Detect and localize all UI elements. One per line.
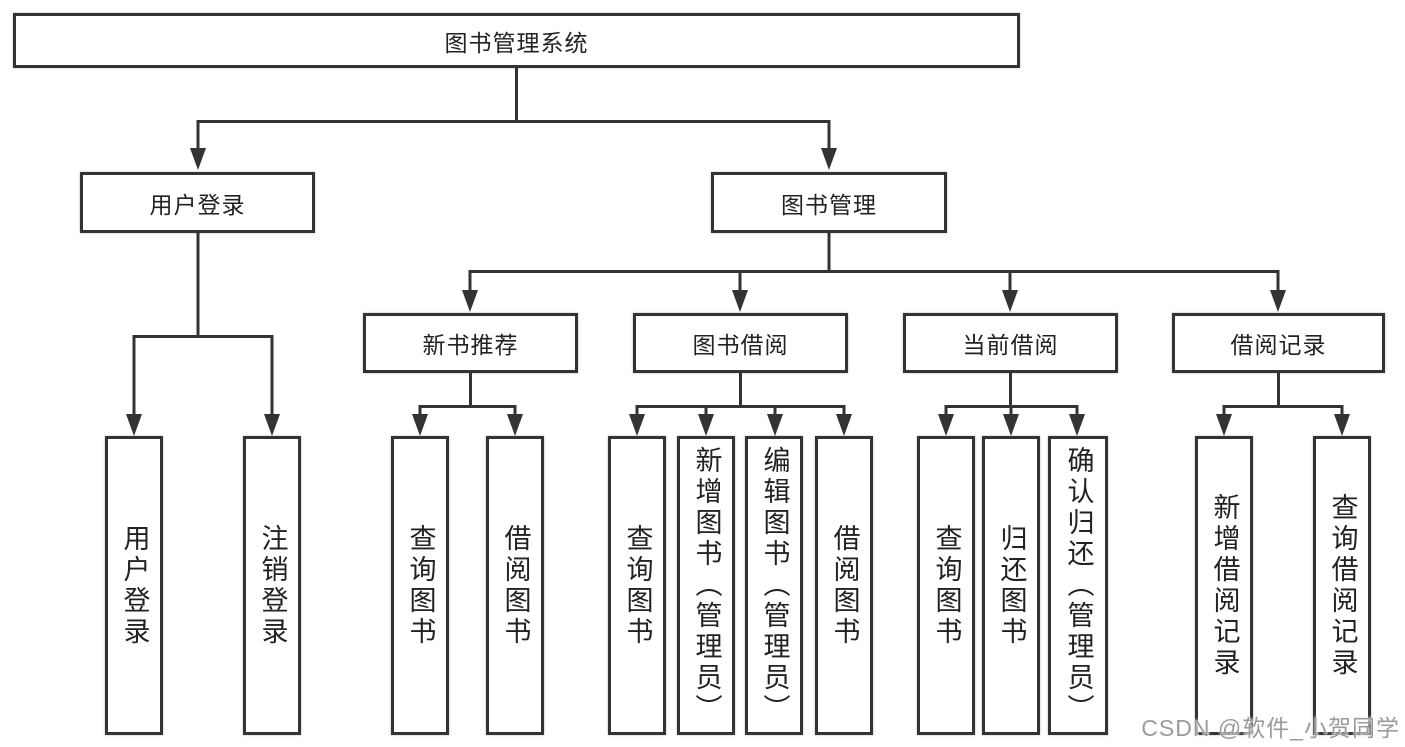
- leaf-borrow-books-1: 借阅图书: [486, 436, 544, 735]
- leaf-query-borrow-record: 查询借阅记录: [1313, 436, 1371, 735]
- csdn-watermark: CSDN @软件_小贺同学: [1141, 715, 1400, 741]
- leaf-borrow-books-2: 借阅图书: [815, 436, 873, 735]
- connector-book-mgmt: [468, 233, 1280, 292]
- node-new-book-recommend-label: 新书推荐: [422, 332, 519, 358]
- leaf-query-books-2: 查询图书: [608, 436, 666, 735]
- node-borrowing-records: 借阅记录: [1172, 313, 1385, 373]
- leaf-edit-books-admin-label: 编辑图书（管理员）: [759, 446, 790, 725]
- node-root-label: 图书管理系统: [444, 29, 589, 56]
- leaf-borrow-books-2-label: 借阅图书: [829, 523, 860, 648]
- leaf-add-borrow-record: 新增借阅记录: [1195, 436, 1253, 735]
- node-book-borrowing-label: 图书借阅: [692, 332, 789, 358]
- node-borrowing-records-label: 借阅记录: [1230, 332, 1327, 358]
- node-user-login-label: 用户登录: [149, 191, 246, 218]
- node-book-borrowing: 图书借阅: [633, 313, 848, 373]
- node-current-borrowing: 当前借阅: [903, 313, 1118, 373]
- leaf-query-books-1-label: 查询图书: [405, 523, 436, 648]
- node-book-management: 图书管理: [711, 172, 947, 233]
- leaf-add-books-admin: 新增图书（管理员）: [677, 436, 735, 735]
- leaf-add-borrow-record-label: 新增借阅记录: [1209, 492, 1240, 679]
- connector-current: [944, 373, 1079, 416]
- leaf-query-books-3: 查询图书: [917, 436, 975, 735]
- connector-new-book: [418, 373, 517, 416]
- node-user-login: 用户登录: [80, 172, 315, 233]
- node-root: 图书管理系统: [13, 13, 1020, 68]
- leaf-query-borrow-record-label: 查询借阅记录: [1327, 492, 1358, 679]
- connector-root: [196, 68, 831, 150]
- node-book-management-label: 图书管理: [781, 191, 877, 218]
- connector-borrowing: [635, 373, 846, 416]
- leaf-user-login-label: 用户登录: [119, 523, 150, 648]
- connector-user-login: [132, 233, 274, 416]
- leaf-return-books: 归还图书: [982, 436, 1040, 735]
- leaf-logout: 注销登录: [243, 436, 301, 735]
- leaf-edit-books-admin: 编辑图书（管理员）: [745, 436, 803, 735]
- leaf-user-login: 用户登录: [105, 436, 163, 735]
- leaf-confirm-return-admin: 确认归还（管理员）: [1048, 436, 1108, 735]
- arrowheads: [126, 148, 1350, 436]
- leaf-query-books-2-label: 查询图书: [622, 523, 653, 648]
- leaf-query-books-1: 查询图书: [391, 436, 449, 735]
- leaf-return-books-label: 归还图书: [996, 523, 1027, 648]
- leaf-borrow-books-1-label: 借阅图书: [500, 523, 531, 648]
- leaf-confirm-return-admin-label: 确认归还（管理员）: [1063, 446, 1094, 725]
- leaf-query-books-3-label: 查询图书: [931, 523, 962, 648]
- leaf-add-books-admin-label: 新增图书（管理员）: [691, 446, 722, 725]
- node-current-borrowing-label: 当前借阅: [962, 332, 1059, 358]
- connector-records: [1222, 373, 1344, 416]
- node-new-book-recommend: 新书推荐: [363, 313, 578, 373]
- leaf-logout-label: 注销登录: [257, 523, 288, 648]
